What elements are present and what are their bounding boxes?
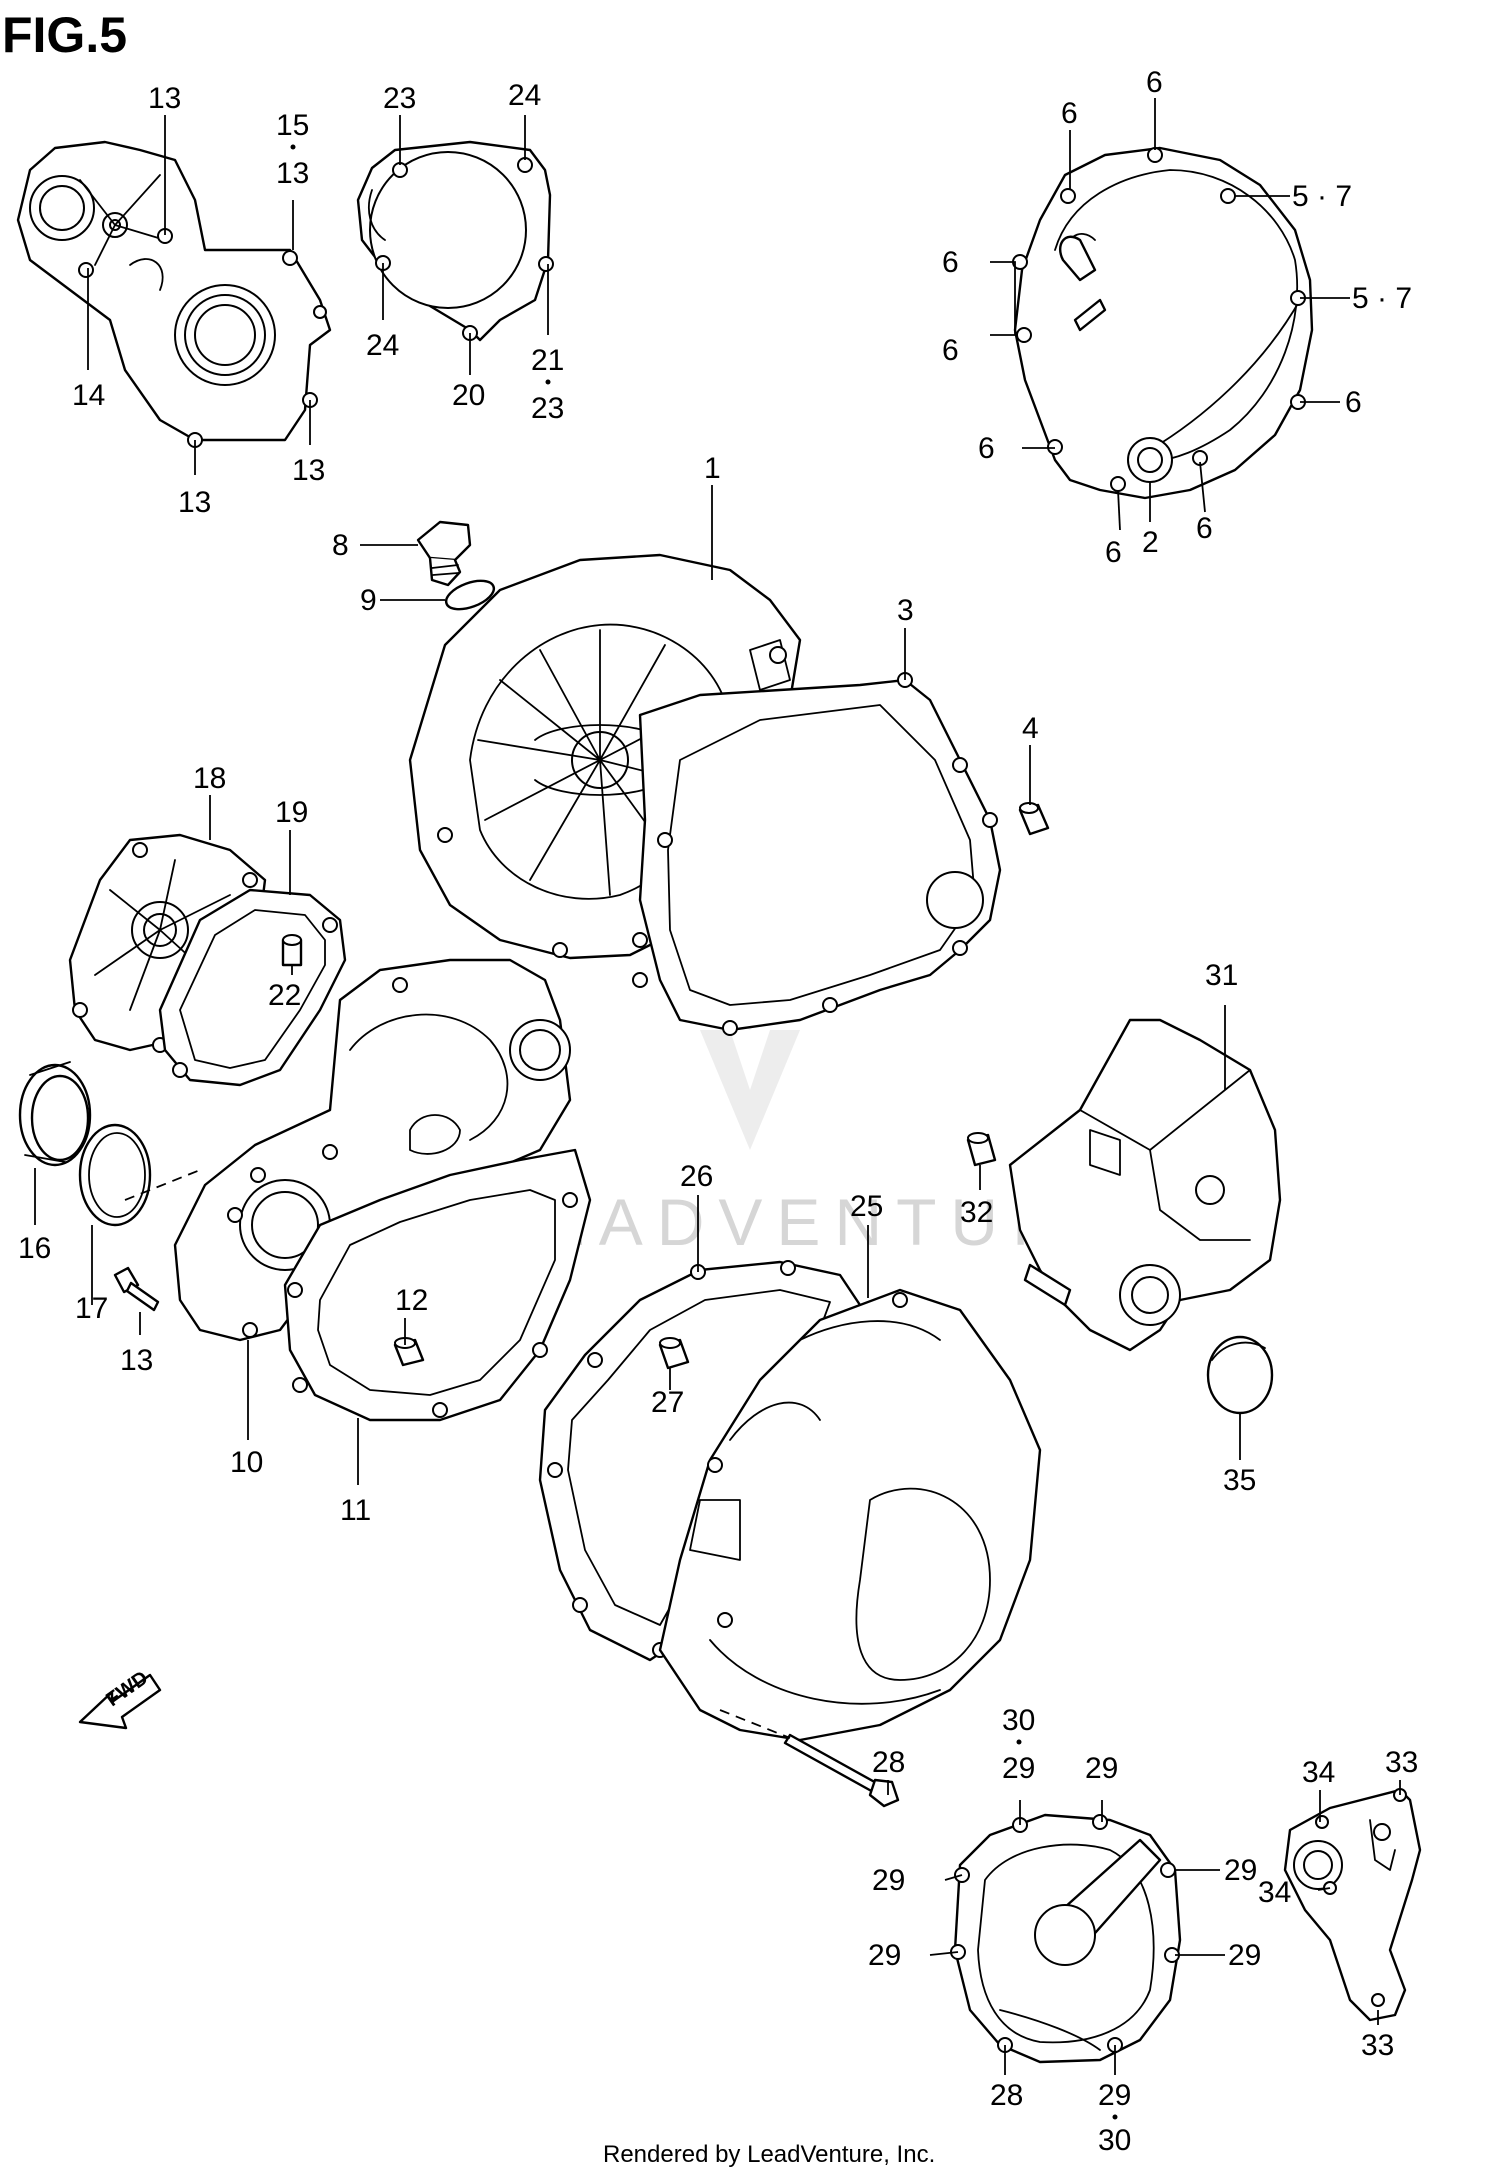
- callout: 6: [942, 246, 959, 279]
- callout: 14: [72, 379, 105, 412]
- figure-title: FIG.5: [2, 7, 127, 63]
- callout: 19: [275, 796, 308, 829]
- callout: 11: [340, 1494, 371, 1527]
- callout: 26: [680, 1160, 713, 1193]
- callout-labels: 13 15 13 14 13 13 23 24 24 20 21 23 6 6 …: [18, 66, 1418, 2157]
- callout: 23: [531, 392, 564, 425]
- callout: 33: [1385, 1746, 1418, 1779]
- callout: 25: [850, 1190, 883, 1223]
- callout: 29: [1224, 1854, 1257, 1887]
- callout: 17: [75, 1292, 108, 1325]
- callout: 28: [872, 1746, 905, 1779]
- starter-cover: [950, 1813, 1182, 2064]
- callout: 28: [990, 2079, 1023, 2112]
- callout: 4: [1022, 712, 1039, 745]
- callout: 35: [1223, 1464, 1256, 1497]
- callout: 6: [1345, 386, 1362, 419]
- dowel-27: [658, 1337, 690, 1370]
- dowel-22: [281, 934, 303, 967]
- callout: 1: [704, 452, 721, 485]
- o-ring-17: [78, 1123, 152, 1227]
- callout: 21: [531, 344, 564, 377]
- callout: 22: [268, 979, 301, 1012]
- callout: 12: [395, 1284, 428, 1317]
- plug-35: [1206, 1335, 1274, 1415]
- plate-33-34: [1283, 1788, 1422, 2022]
- callout: 6: [1196, 512, 1213, 545]
- oil-seal-16: [18, 1061, 92, 1167]
- callout: 18: [193, 762, 226, 795]
- callout: 3: [897, 594, 914, 627]
- callout: 5 · 7: [1352, 282, 1412, 315]
- callout: 24: [508, 79, 541, 112]
- callout: 13: [148, 82, 181, 115]
- callout: 34: [1258, 1876, 1291, 1909]
- callout: 34: [1302, 1756, 1335, 1789]
- callout: 20: [452, 379, 485, 412]
- callout: 27: [651, 1386, 684, 1419]
- callout: 6: [1146, 66, 1163, 99]
- callout: 33: [1361, 2029, 1394, 2062]
- o-ring-9: [444, 579, 496, 611]
- callout: 13: [178, 486, 211, 519]
- callout: 6: [942, 334, 959, 367]
- callout: 24: [366, 329, 399, 362]
- callout: 6: [1061, 97, 1078, 130]
- callout: 13: [120, 1344, 153, 1377]
- housing-31: [1008, 1018, 1282, 1352]
- callout: 10: [230, 1446, 263, 1479]
- leader-lines: [34, 98, 1401, 2075]
- callout: 6: [978, 432, 995, 465]
- callout: 29: [1002, 1752, 1035, 1785]
- callout: 29: [1098, 2079, 1131, 2112]
- callout: 32: [960, 1196, 993, 1229]
- callout: 29: [1085, 1752, 1118, 1785]
- clutch-cover-gasket-3: [632, 672, 1002, 1036]
- dowel-pin-4: [1018, 802, 1050, 836]
- footer-credit: Rendered by LeadVenture, Inc.: [603, 2141, 935, 2168]
- pickup-cover: [16, 140, 332, 448]
- callout: 30: [1098, 2124, 1131, 2157]
- oil-filler-cap-8: [416, 520, 472, 587]
- clutch-cover: [1012, 146, 1314, 500]
- gasket-11: [283, 1148, 592, 1422]
- callout: 31: [1205, 959, 1238, 992]
- bolt-13: [113, 1266, 160, 1312]
- callout: 15: [276, 109, 309, 142]
- watermark-text: LEADVENTURE: [490, 1185, 1132, 1259]
- callout: 13: [276, 157, 309, 190]
- callout: 29: [1228, 1939, 1261, 1972]
- magneto-cover-25: [658, 1288, 1042, 1742]
- callout: 6: [1105, 536, 1122, 569]
- callout: 29: [872, 1864, 905, 1897]
- callout: 13: [292, 454, 325, 487]
- bolt-28: [783, 1733, 900, 1808]
- dowel-32: [966, 1132, 997, 1167]
- callout: 23: [383, 82, 416, 115]
- pump-cover-18: [68, 833, 267, 1053]
- callout: 8: [332, 529, 349, 562]
- callout: 2: [1142, 526, 1159, 559]
- callout: 5 · 7: [1292, 180, 1352, 213]
- callout: 16: [18, 1232, 51, 1265]
- callout: 29: [868, 1939, 901, 1972]
- callout: 9: [360, 584, 377, 617]
- signal-generator-cover: [356, 140, 554, 342]
- callout: 30: [1002, 1704, 1035, 1737]
- fwd-arrow: [78, 1673, 162, 1730]
